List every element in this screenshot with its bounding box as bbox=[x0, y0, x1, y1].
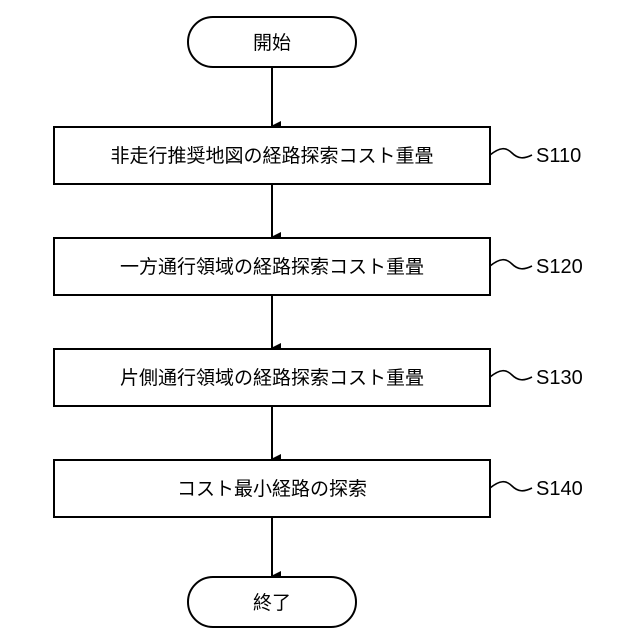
step-leader-line bbox=[490, 371, 532, 380]
process-box-s140: コスト最小経路の探索 bbox=[54, 460, 490, 517]
step-leader-line bbox=[490, 149, 532, 158]
step-id-label: S130 bbox=[536, 367, 583, 389]
step-leader-line bbox=[490, 260, 532, 269]
process-label: コスト最小経路の探索 bbox=[177, 478, 367, 500]
end-terminal: 終了 bbox=[188, 577, 356, 627]
end-label: 終了 bbox=[253, 592, 291, 614]
step-leader-line bbox=[490, 482, 532, 491]
process-box-s110: 非走行推奨地図の経路探索コスト重畳 bbox=[54, 127, 490, 184]
process-label: 一方通行領域の経路探索コスト重畳 bbox=[120, 256, 424, 278]
process-box-s130: 片側通行領域の経路探索コスト重畳 bbox=[54, 349, 490, 406]
process-box-s120: 一方通行領域の経路探索コスト重畳 bbox=[54, 238, 490, 295]
step-id-label: S140 bbox=[536, 478, 583, 500]
start-terminal: 開始 bbox=[188, 17, 356, 67]
start-label: 開始 bbox=[253, 32, 291, 54]
step-id-label: S120 bbox=[536, 256, 583, 278]
step-id-label: S110 bbox=[536, 145, 581, 167]
process-label: 非走行推奨地図の経路探索コスト重畳 bbox=[110, 145, 433, 167]
process-label: 片側通行領域の経路探索コスト重畳 bbox=[120, 367, 424, 389]
